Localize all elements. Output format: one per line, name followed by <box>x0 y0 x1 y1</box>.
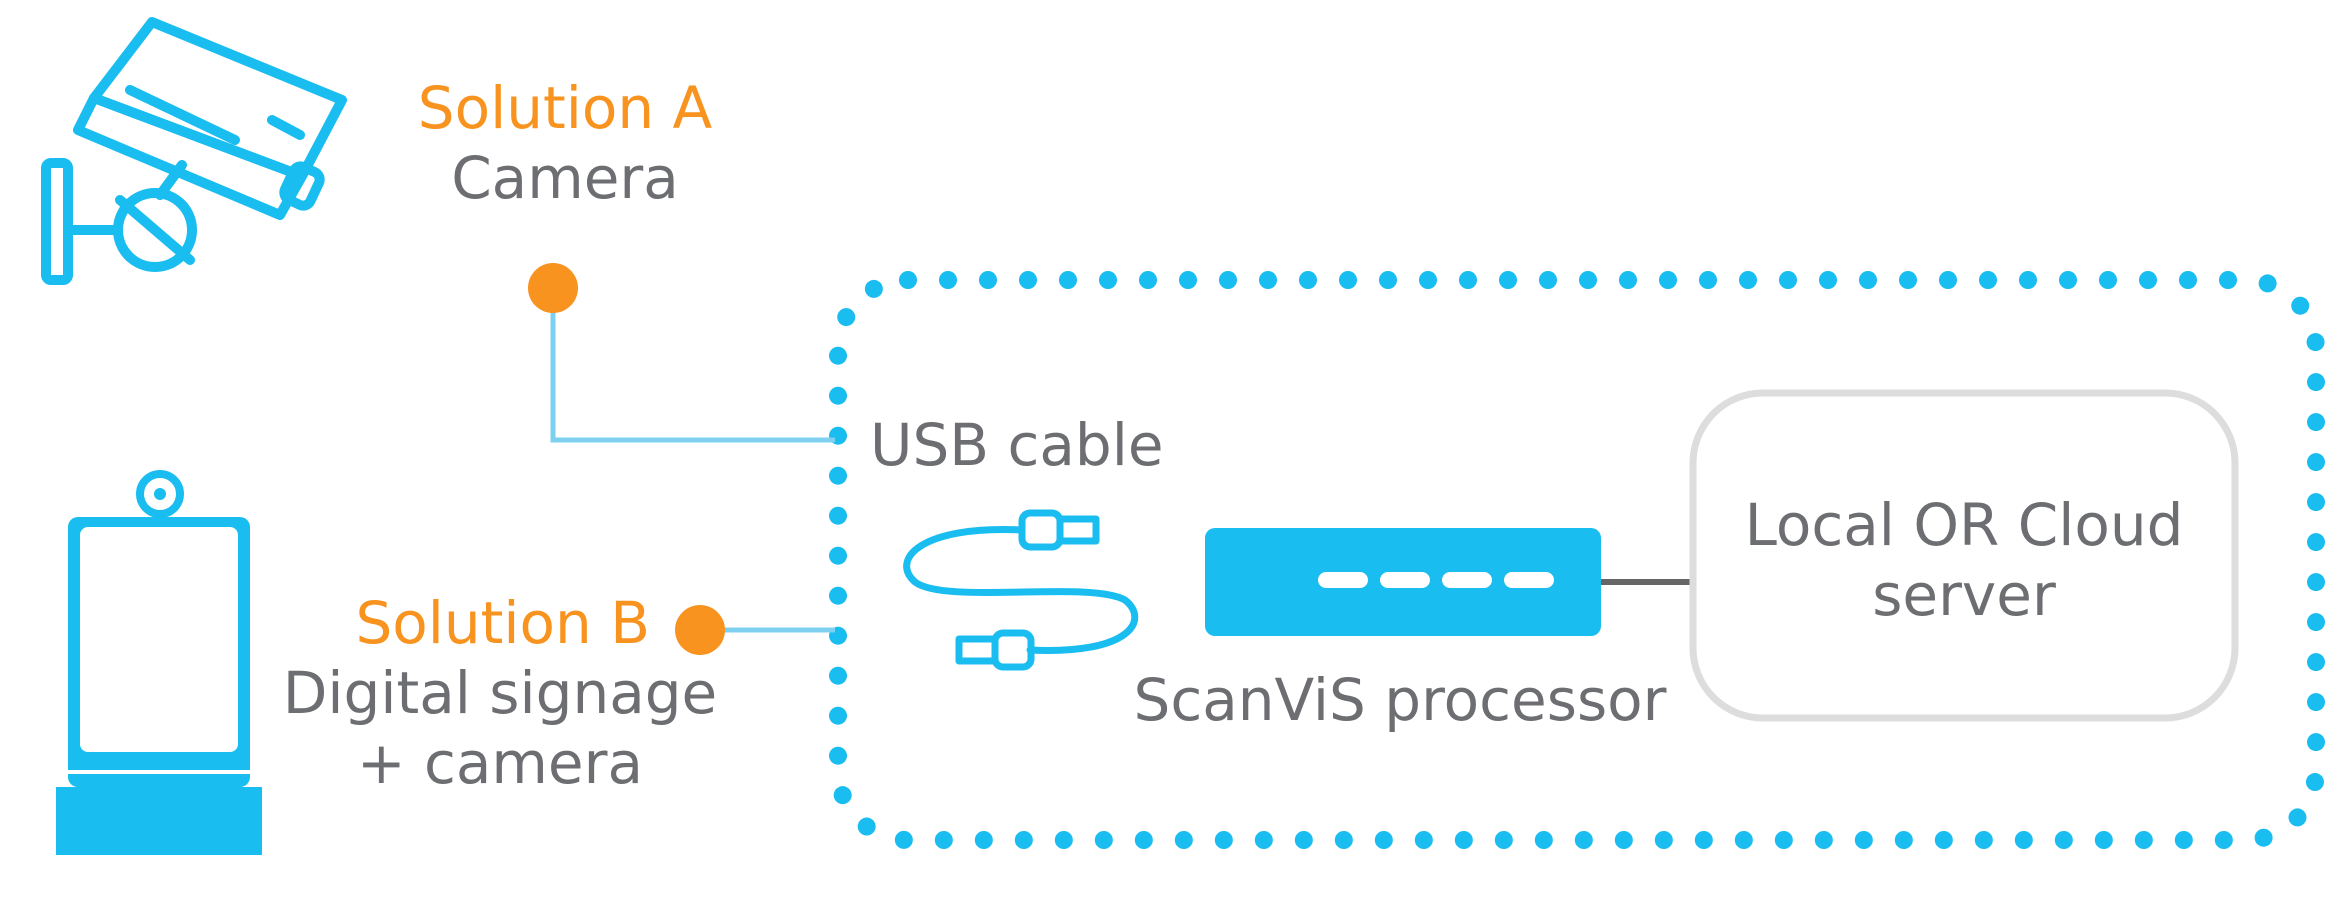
solution-b-line2: + camera <box>356 729 644 797</box>
server-label-line1: Local OR Cloud <box>1744 491 2184 559</box>
usb-cable-label: USB cable <box>870 411 1164 479</box>
processor-box-icon <box>1205 528 1601 636</box>
solution-b-dot <box>675 605 725 655</box>
solution-b-title: Solution B <box>355 589 650 657</box>
processor-label: ScanViS processor <box>1133 666 1667 734</box>
security-camera-icon <box>41 17 347 285</box>
system-boundary <box>829 271 2325 849</box>
server-label-line2: server <box>1872 561 2056 629</box>
digital-signage-kiosk-icon <box>56 470 262 855</box>
solution-a-connector <box>550 288 835 443</box>
solution-a-title: Solution A <box>417 74 713 142</box>
solution-a-subtitle: Camera <box>451 144 679 212</box>
usb-cable-icon <box>903 509 1139 671</box>
server-box <box>1689 389 2239 722</box>
solution-b-line1: Digital signage <box>282 659 718 727</box>
solution-a-dot <box>528 263 578 313</box>
